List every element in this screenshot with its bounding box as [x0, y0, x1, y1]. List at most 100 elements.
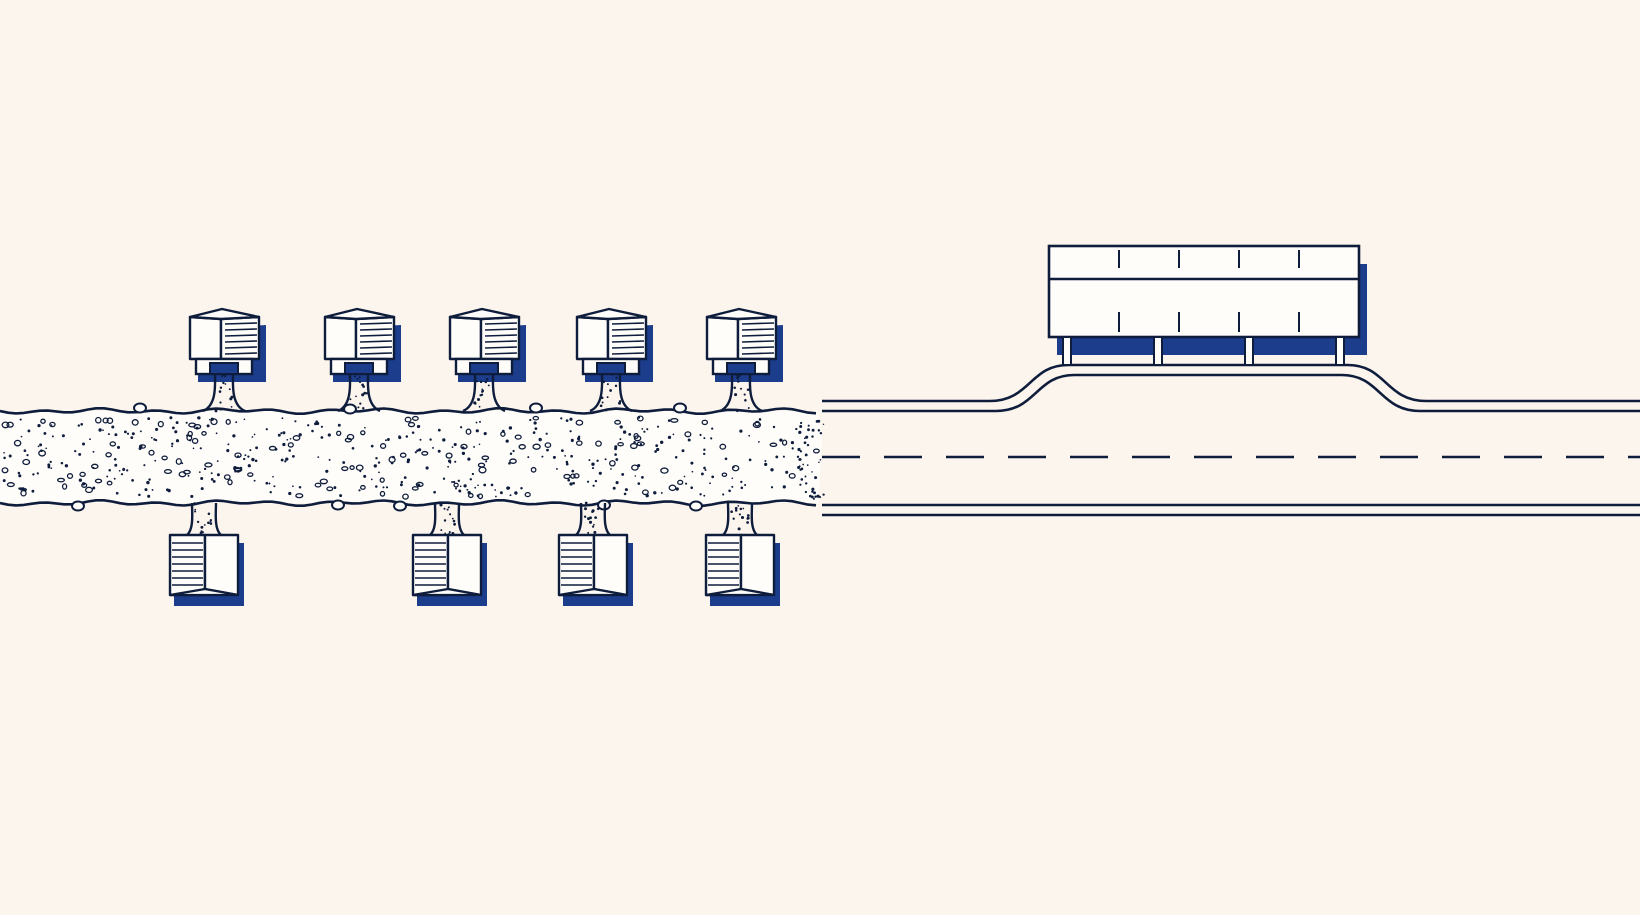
gravel-stone: [570, 473, 576, 479]
dust-dot: [602, 380, 606, 384]
dust-dot: [361, 383, 364, 387]
gravel-stone: [788, 472, 796, 479]
gravel-dot: [167, 488, 171, 493]
gravel-dot: [722, 493, 725, 496]
gravel-stone: [769, 442, 778, 448]
dust-dot: [609, 389, 612, 392]
gravel-dot: [690, 461, 694, 465]
platform-body: [1047, 244, 1361, 339]
gravel-dot: [130, 436, 134, 439]
gravel-dot: [392, 455, 395, 459]
gravel-dot: [375, 485, 378, 488]
gravel-stone: [453, 482, 459, 488]
dust-dot: [358, 376, 361, 379]
gravel-dot: [461, 446, 465, 450]
access-path-edge: [750, 502, 758, 536]
dust-dot: [610, 373, 613, 376]
gravel-dot: [817, 419, 821, 423]
dust-dot: [476, 397, 481, 402]
dust-dot: [584, 501, 588, 505]
gravel-dot: [452, 480, 456, 484]
gravel-stone: [326, 486, 334, 492]
gravel-stone: [573, 473, 580, 479]
gravel-dot: [803, 441, 807, 445]
gravel-dot: [660, 440, 664, 444]
gravel-stone: [719, 443, 727, 450]
warehouse-icon: [704, 502, 780, 606]
gravel-dot: [541, 455, 544, 458]
louver-line: [484, 352, 518, 355]
gravel-dot: [20, 435, 23, 438]
paved-road: [822, 363, 1640, 517]
gravel-dot: [619, 438, 622, 441]
pebble: [331, 499, 345, 511]
gravel-dot: [282, 442, 286, 447]
dust-dot: [476, 380, 479, 383]
elevated-platform: [1047, 244, 1367, 366]
building-side-face: [168, 533, 207, 597]
gravel-stone: [677, 479, 684, 486]
gravel-stone: [191, 437, 199, 444]
gravel-dot: [471, 472, 475, 476]
gravel-dot: [819, 458, 822, 461]
dust-dot: [479, 394, 482, 397]
warehouse-icon: [168, 502, 244, 606]
dust-dot: [218, 390, 222, 393]
gravel-dot: [501, 429, 505, 433]
gravel-stone: [336, 430, 342, 436]
gravel-stone: [595, 440, 602, 447]
gravel-stone: [668, 484, 677, 492]
gravel-dot: [538, 437, 542, 442]
gravel-stone: [636, 441, 645, 447]
gravel-stone: [614, 419, 622, 425]
gravel-dot: [565, 419, 569, 422]
pebble: [529, 402, 543, 414]
gravel-dot: [92, 486, 96, 490]
dock-door: [209, 362, 239, 375]
gravel-stone: [157, 420, 164, 428]
gravel-stone: [40, 418, 46, 424]
gravel-dot: [378, 471, 380, 474]
gravel-dot: [243, 418, 246, 421]
gravel-dot: [102, 429, 104, 432]
gravel-dot: [588, 459, 591, 462]
gravel-stone: [187, 430, 193, 437]
dust-dot: [214, 409, 218, 413]
gravel-dot: [654, 450, 657, 453]
gravel-stone: [161, 455, 168, 461]
gravel-dot: [807, 424, 810, 427]
gravel-dot: [656, 447, 660, 452]
gravel-dot: [704, 468, 707, 472]
louver-line: [224, 352, 258, 355]
gravel-dot: [507, 486, 511, 490]
gravel-dot: [748, 458, 752, 462]
gravel-dot: [342, 461, 346, 464]
gravel-dot: [453, 442, 457, 447]
gravel-stone: [204, 462, 213, 468]
gravel-dot: [227, 443, 230, 446]
lower-building-row: [168, 501, 780, 606]
gravel-dot: [47, 463, 51, 467]
gravel-stone: [295, 493, 304, 499]
gravel-dot: [822, 493, 825, 496]
louver-line: [611, 346, 645, 349]
gravel-stone: [477, 462, 486, 468]
gravel-dot: [457, 479, 461, 483]
gravel-dot: [298, 433, 302, 437]
gravel-stone: [404, 416, 412, 423]
gravel-dot: [687, 438, 691, 442]
dust-dot: [365, 392, 368, 395]
gravel-dot: [126, 432, 130, 435]
gravel-dot: [298, 486, 302, 489]
gravel-dot: [800, 478, 804, 481]
gravel-dot: [596, 459, 599, 462]
gravel-dot: [351, 446, 355, 450]
road-edge-pebbles: [71, 402, 703, 512]
gravel-stone: [641, 489, 649, 496]
gravel-dot: [363, 474, 367, 478]
gravel-dot: [478, 443, 481, 446]
gravel-dot: [641, 428, 644, 430]
dust-dot: [453, 522, 457, 526]
gravel-dot: [594, 479, 598, 483]
dust-dot: [735, 409, 739, 413]
